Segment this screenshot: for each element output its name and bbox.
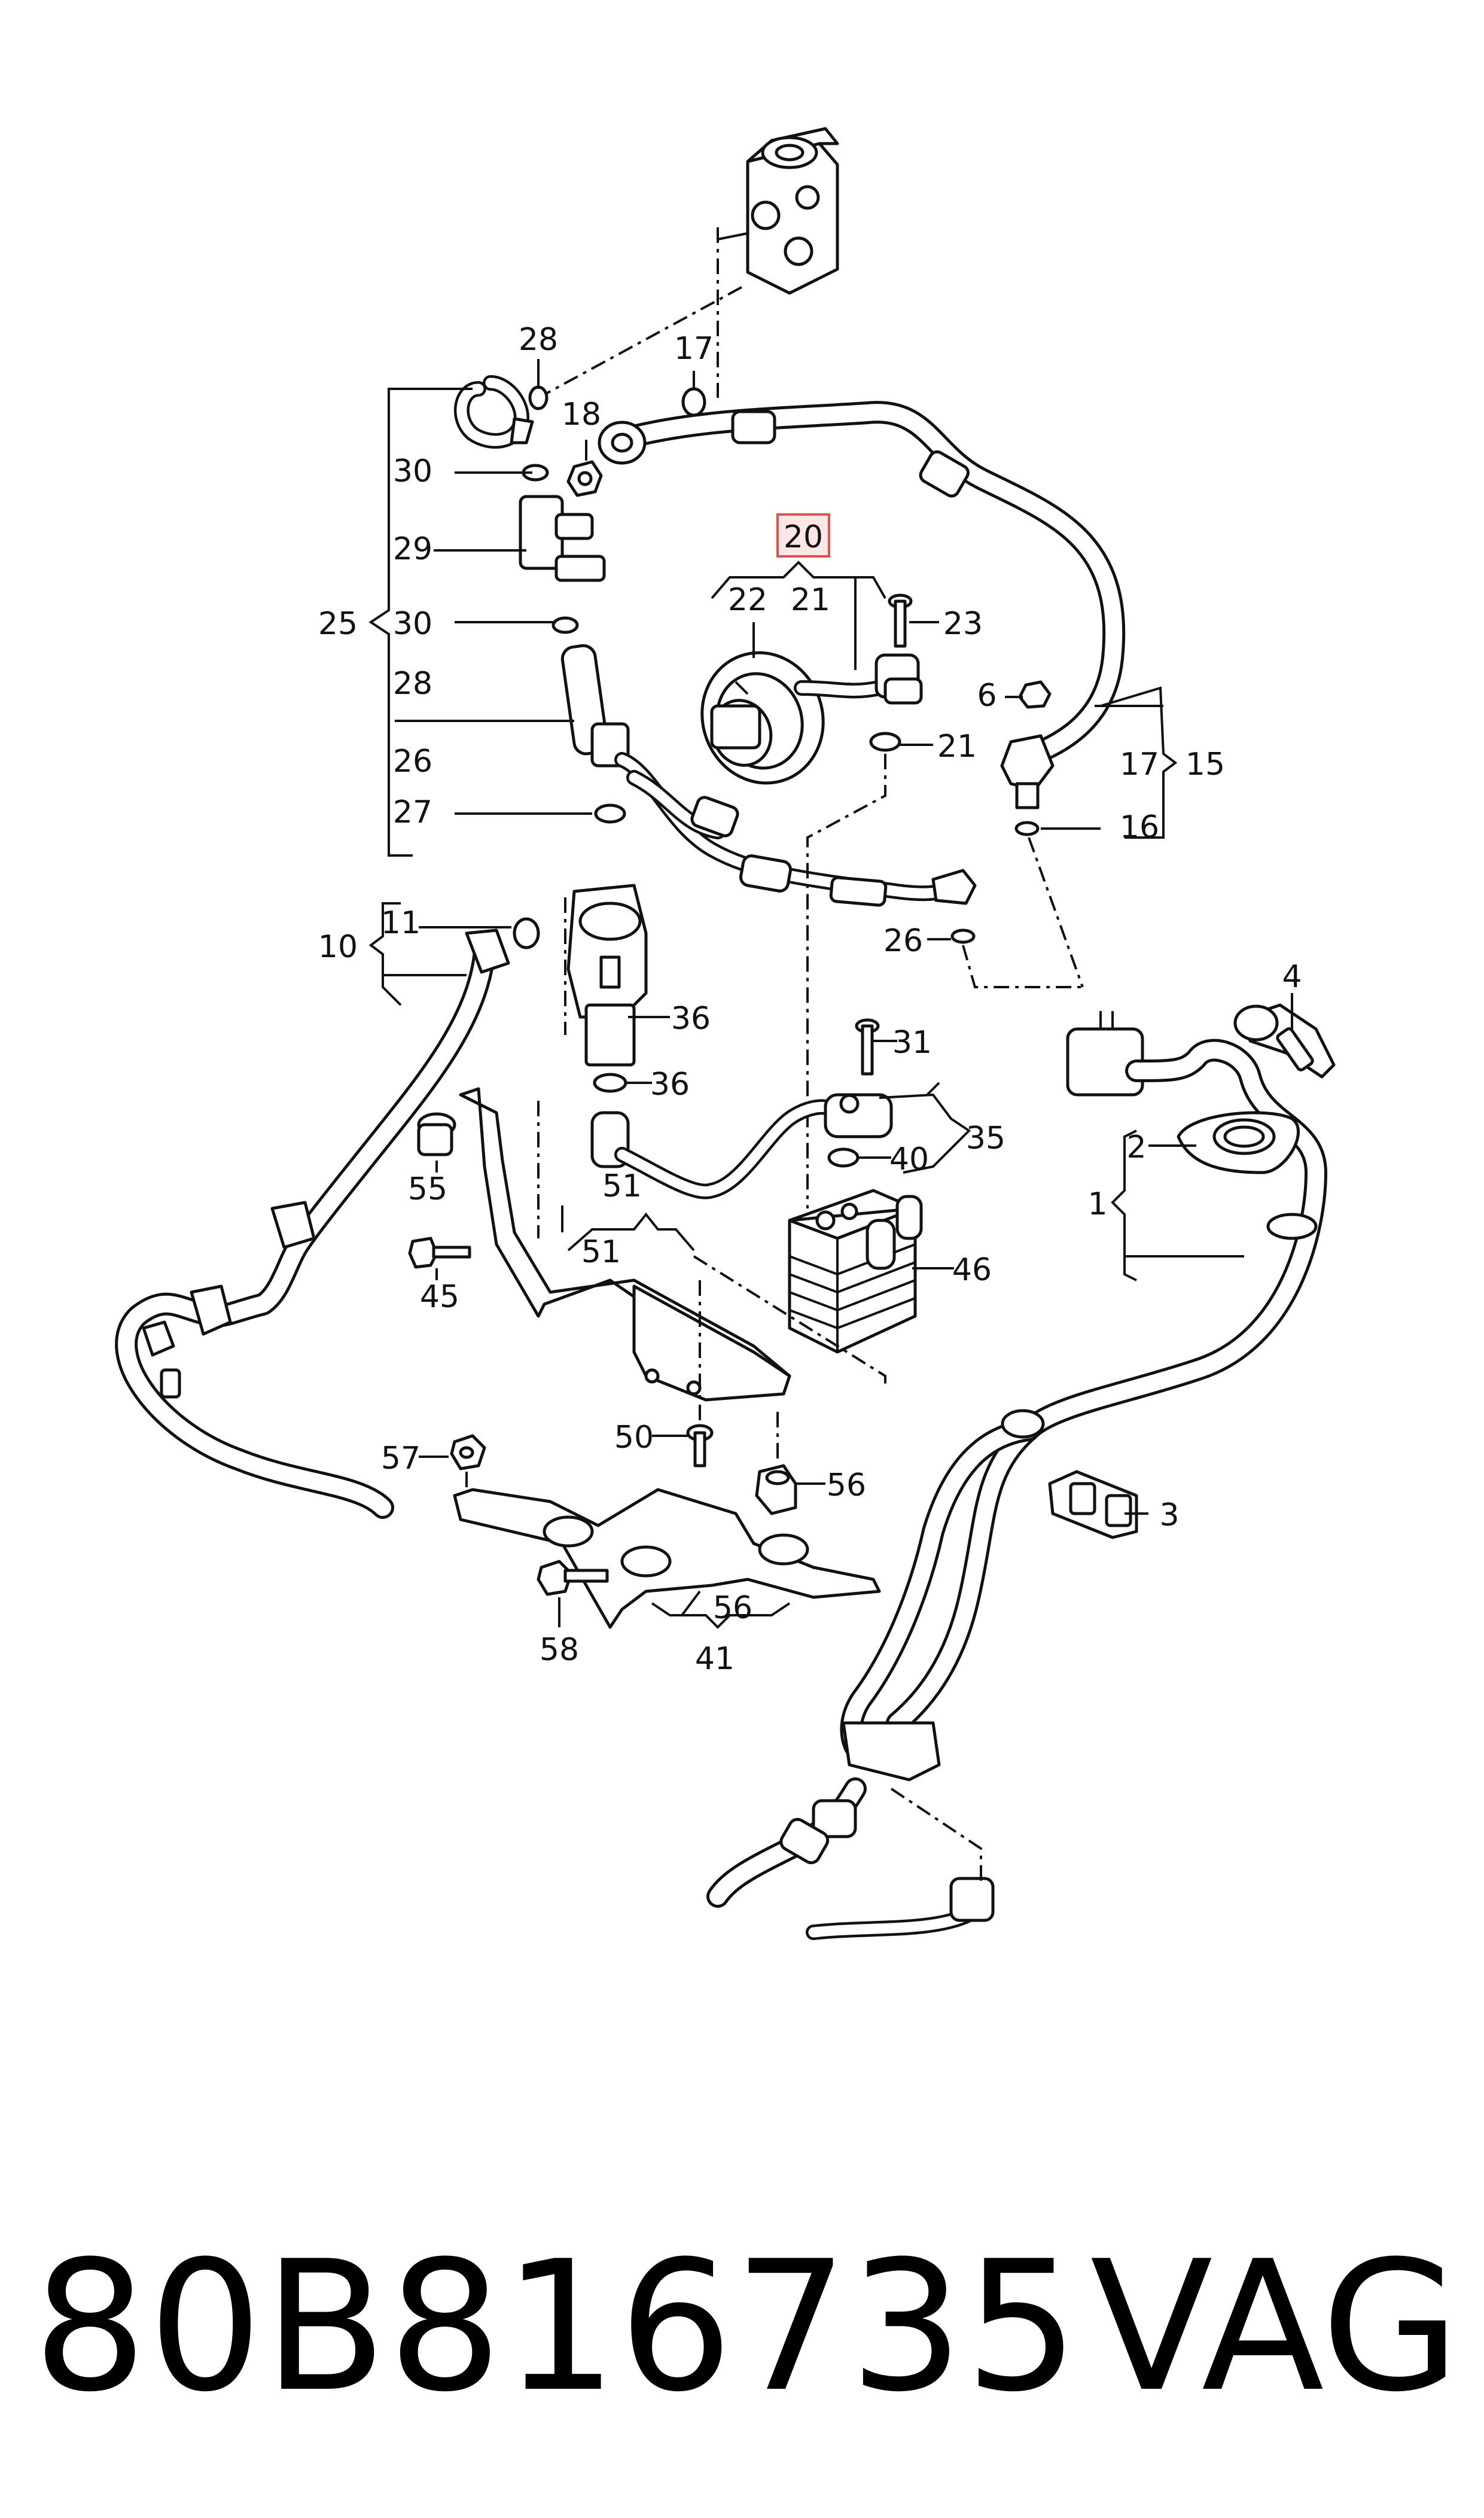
connector-4 (1233, 1003, 1336, 1079)
callout: 26 (883, 923, 923, 959)
callout: 6 (977, 678, 997, 714)
o-ring-28 (528, 385, 548, 410)
callout: 30 (393, 606, 432, 642)
callout: 11 (381, 905, 420, 941)
callout: 2 (1126, 1129, 1146, 1165)
expansion-valve (717, 127, 839, 295)
leader-16-down (1028, 837, 1084, 988)
valve-assembly (454, 375, 630, 824)
callout: 22 (728, 582, 767, 618)
oil-cooler-45 (788, 1189, 923, 1354)
callout: 21 (937, 729, 977, 765)
callout: 31 (892, 1025, 932, 1061)
callout-20: 20 (784, 519, 823, 555)
callout-20-highlight (776, 513, 830, 558)
nut-57 (450, 1434, 486, 1470)
callout: 36 (671, 1001, 711, 1037)
callout: 41 (695, 1641, 735, 1677)
bolt-41 (408, 1237, 471, 1269)
callout: 57 (381, 1441, 420, 1476)
left-hose (115, 917, 540, 1519)
bolt-58 (537, 1560, 609, 1596)
bottom-hoses (706, 1777, 995, 1940)
callout: 28 (519, 322, 558, 358)
leader-lines (368, 359, 1293, 1629)
callout: 50 (614, 1420, 654, 1456)
leader-21-down (806, 754, 886, 1208)
callout: 28 (393, 666, 432, 702)
callout: 27 (393, 794, 432, 830)
fitting-35 (824, 1018, 893, 1168)
callout: 1 (1087, 1186, 1107, 1222)
callout: 46 (952, 1252, 992, 1288)
bracket-55 (453, 1488, 881, 1629)
clip-3 (1048, 1470, 1138, 1539)
bracket-51 (459, 1087, 791, 1402)
callout: 58 (540, 1632, 579, 1668)
callout: 17 (674, 331, 714, 367)
callout: 56 (827, 1467, 866, 1503)
bolt-23 (888, 593, 913, 648)
leader-45 (693, 1255, 886, 1388)
mount-56 (755, 1464, 797, 1515)
top-hose (598, 401, 1126, 765)
callout: 56 (713, 1590, 752, 1626)
callout: 16 (1120, 809, 1159, 845)
right-hose (840, 1011, 1327, 1782)
callout: 17 (1120, 747, 1159, 783)
callout: 25 (318, 606, 358, 642)
callout: 35 (966, 1121, 1005, 1156)
callout: 40 (889, 1141, 929, 1177)
callout: 36 (650, 1067, 690, 1103)
brand-name: VAG (1090, 2222, 1460, 2431)
valve-40 (566, 884, 648, 1093)
callout: 45 (420, 1279, 459, 1315)
leader-valve-a (538, 286, 742, 399)
plug-51 (417, 1112, 456, 1156)
callout-labels: 20 28 17 18 30 29 25 30 28 26 27 22 21 2… (318, 322, 1302, 1677)
callout: 51 (581, 1234, 621, 1270)
sensor-15 (1000, 680, 1055, 836)
callout: 23 (943, 606, 983, 642)
leader-26-right (962, 945, 1083, 988)
callout: 18 (562, 397, 601, 433)
seal-17 (681, 387, 706, 417)
callout: 55 (408, 1171, 447, 1207)
callout: 4 (1282, 959, 1302, 995)
callout: 21 (791, 582, 830, 618)
callout: 29 (393, 531, 432, 567)
callout: 3 (1159, 1497, 1179, 1533)
callout: 51 (602, 1168, 642, 1204)
callout: 10 (318, 929, 358, 965)
callout: 30 (393, 453, 432, 489)
pipe-50 (590, 1099, 845, 1199)
bolt-46 (686, 1424, 714, 1467)
footer: 80B816735 VAG (0, 2202, 1484, 2453)
parts-diagram: 20 28 17 18 30 29 25 30 28 26 27 22 21 2… (115, 127, 1336, 1940)
callout: 15 (1186, 747, 1225, 783)
part-number: 80B816735 (33, 2222, 1080, 2431)
middle-pipe (614, 752, 977, 944)
callout: 26 (393, 744, 432, 780)
nut-18 (566, 460, 603, 497)
gasket-2 (1177, 1111, 1300, 1174)
drier-22 (700, 651, 923, 785)
